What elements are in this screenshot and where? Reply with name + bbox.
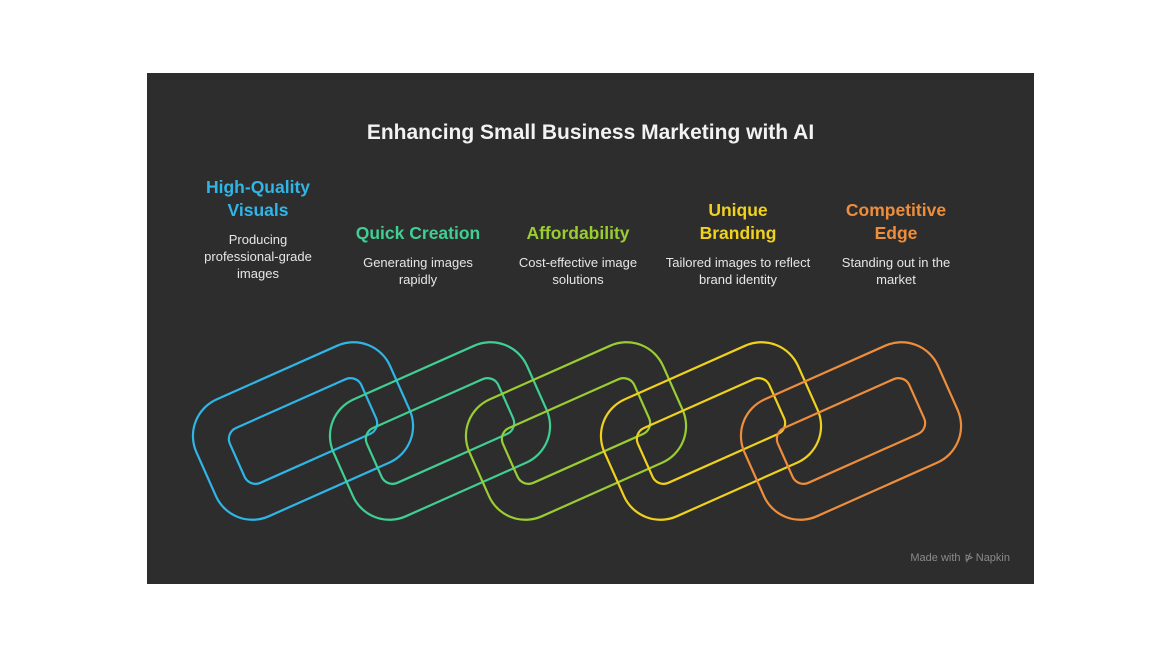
chain-link-high-quality-visuals — [191, 341, 415, 521]
item-description: Producing professional-grade images — [204, 232, 312, 281]
chain-link-unique-branding — [599, 341, 823, 521]
chain-link-outer — [191, 341, 415, 521]
chain-link-inner — [364, 377, 516, 485]
item-quick-creation: Quick Creation Generating images rapidly — [333, 222, 503, 288]
chain-link-inner — [635, 377, 787, 485]
item-description: Standing out in the market — [841, 255, 951, 287]
made-with-credit: Made with⋫Napkin — [910, 551, 1010, 564]
item-heading: High-Quality Visuals — [205, 177, 311, 220]
item-heading: Competitive Edge — [845, 200, 947, 243]
item-heading: Affordability — [526, 223, 630, 243]
item-description: Tailored images to reflect brand identit… — [665, 255, 811, 287]
chain-link-competitive-edge — [739, 341, 963, 521]
chain-illustration — [191, 341, 963, 521]
item-heading: Unique Branding — [699, 200, 777, 243]
made-with-label: Made with — [910, 552, 961, 564]
chain-link-outer — [739, 341, 963, 521]
item-high-quality-visuals: High-Quality Visuals Producing professio… — [173, 176, 343, 282]
diagram-panel: Enhancing Small Business Marketing with … — [147, 73, 1034, 584]
item-affordability: Affordability Cost-effective image solut… — [493, 222, 663, 288]
item-heading: Quick Creation — [355, 223, 481, 243]
item-competitive-edge: Competitive Edge Standing out in the mar… — [811, 199, 981, 288]
chain-link-outer — [464, 341, 688, 521]
chain-link-outer — [599, 341, 823, 521]
chain-link-quick-creation — [328, 341, 552, 521]
chain-link-affordability — [464, 341, 688, 521]
item-description: Generating images rapidly — [363, 255, 473, 287]
chain-link-inner — [500, 377, 652, 485]
diagram-title: Enhancing Small Business Marketing with … — [366, 121, 815, 144]
napkin-brand-label: Napkin — [975, 552, 1010, 564]
napkin-logo-icon: ⋫ — [964, 552, 974, 564]
item-description: Cost-effective image solutions — [518, 255, 638, 287]
item-unique-branding: Unique Branding Tailored images to refle… — [653, 199, 823, 288]
chain-link-outer — [328, 341, 552, 521]
chain-link-inner — [775, 377, 927, 485]
chain-link-inner — [227, 377, 379, 485]
